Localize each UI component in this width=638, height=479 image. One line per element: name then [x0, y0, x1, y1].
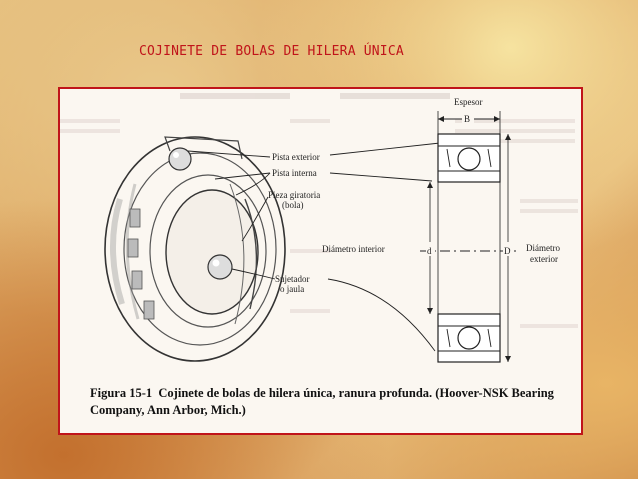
caption-text-line2: Company, Ann Arbor, Mich.): [90, 403, 246, 417]
bearing-3d-illustration: [104, 136, 286, 362]
label-rotating-part-ball: (bola): [282, 200, 304, 210]
background-text-bleed: [60, 93, 578, 328]
bearing-cross-section: Espesor B: [420, 97, 560, 363]
label-inner-diameter: Diámetro interior: [322, 244, 385, 254]
label-d-big: D: [504, 246, 511, 256]
figure-caption: Figura 15-1 Cojinete de bolas de hilera …: [90, 385, 570, 419]
bearing-diagram: Pista exterior Pista interna Pieza girat…: [60, 93, 578, 363]
label-b: B: [464, 114, 470, 124]
caption-number: Figura 15-1: [90, 386, 153, 400]
figure-panel: Pista exterior Pista interna Pieza girat…: [58, 87, 583, 435]
slide-title: COJINETE DE BOLAS DE HILERA ÚNICA: [139, 44, 404, 59]
label-outer-diameter: Diámetro: [526, 243, 560, 253]
label-thickness: Espesor: [454, 97, 483, 107]
label-inner-race: Pista interna: [272, 168, 317, 178]
label-rotating-part: Pieza giratoria: [268, 190, 320, 200]
label-d-small: d: [427, 246, 432, 256]
label-cage: Sujetador: [275, 274, 310, 284]
label-outer-race: Pista exterior: [272, 152, 320, 162]
label-outer-diameter-2: exterior: [530, 254, 558, 264]
leader-lines: [187, 142, 441, 352]
caption-text-line1: Cojinete de bolas de hilera única, ranur…: [158, 386, 554, 400]
label-cage-2: o jaula: [280, 284, 304, 294]
